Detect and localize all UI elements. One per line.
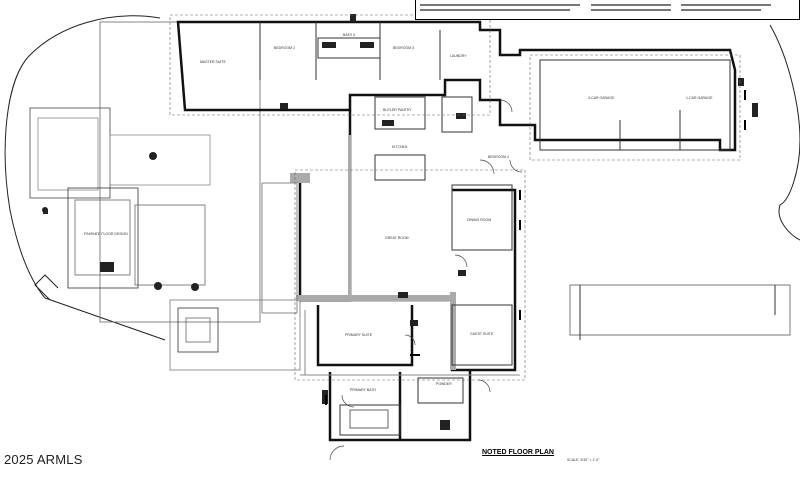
room-label-bedroom-4: BEDROOM 4 xyxy=(488,155,510,159)
room-label-outdoor-living: FINISHED FLOOR DESIGN xyxy=(84,232,128,236)
room-label-3-car-garage: 3-CAR GARAGE xyxy=(588,96,615,100)
structural-gray-walls xyxy=(290,135,456,370)
room-label-kitchen: KITCHEN xyxy=(392,145,408,149)
room-label-bedroom-2: BEDROOM 2 xyxy=(274,46,296,50)
plant-icons xyxy=(42,152,199,291)
pool-area xyxy=(29,21,301,371)
site-boundary xyxy=(4,15,800,341)
window-marks xyxy=(325,90,746,405)
room-label-laundry: LAUNDRY xyxy=(450,54,467,58)
room-label-1-car-garage: 1-CAR GARAGE xyxy=(686,96,713,100)
general-notes-block xyxy=(415,0,800,20)
copyright-watermark: 2025 ARMLS xyxy=(4,452,83,467)
room-label-dining-room: DINING ROOM xyxy=(467,218,492,222)
room-label-butler-pantry: BUTLER PANTRY xyxy=(383,108,412,112)
room-label-master-suite: MASTER SUITE xyxy=(200,60,226,64)
room-label-primary-suite: PRIMARY SUITE xyxy=(345,333,373,337)
room-label-great-room: GREAT ROOM xyxy=(385,236,409,240)
plan-title: NOTED FLOOR PLAN xyxy=(482,449,554,456)
scale-note: SCALE: 3/32" = 1'-0" xyxy=(567,458,600,462)
room-label-bath-3: BATH 3 xyxy=(343,33,355,37)
overhang-lines xyxy=(169,14,741,381)
room-label-powder: POWDER xyxy=(436,382,452,386)
door-swings xyxy=(329,99,523,461)
interior-walls xyxy=(259,22,791,436)
room-label-bedroom-3: BEDROOM 3 xyxy=(393,46,415,50)
room-label-primary-bath: PRIMARY BATH xyxy=(350,388,376,392)
room-label-guest-suite: GUEST SUITE xyxy=(470,332,494,336)
